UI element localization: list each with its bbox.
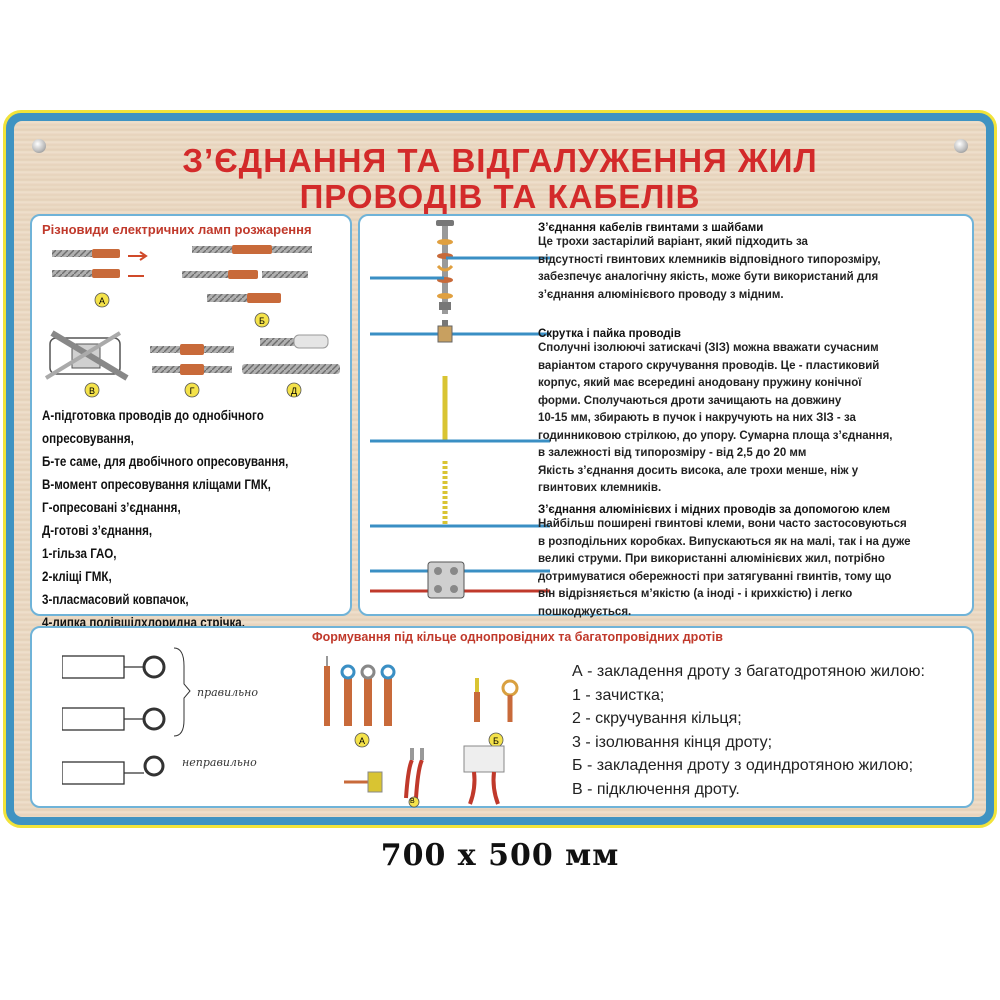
crimping-panel: Різновиди електричних ламп розжарення [30,214,352,630]
fig-label-c: В [89,386,95,396]
ring-forming-legend: А - закладення дроту з багатодротяною жи… [572,660,925,801]
section-line: з’єднання алюмінієвого проводу з мідним. [538,288,784,301]
legend-item: Б - закладення дроту з одиндротяною жило… [572,757,914,774]
ring-steps-illustration: А Б [324,656,519,808]
fig-label-v: В [410,798,415,805]
terminal-block-icon [370,561,550,599]
section-line: в залежності від типорозміру - від 2,5 д… [538,447,807,459]
section-title: З’єднання кабелів гвинтами з шайбами [538,222,764,234]
section-title: Скрутка і пайка проводів [538,328,681,340]
poster-board: З’ЄДНАННЯ ТА ВІДГАЛУЖЕННЯ ЖИЛ ПРОВОДІВ Т… [14,121,986,817]
sleeve-prep-icon [52,249,148,278]
section-line: в розподільних коробках. Випускаються як… [538,535,911,548]
legend-item: 3-пласмасовий ковпачок, [42,592,189,607]
title-line-1: З’ЄДНАННЯ ТА ВІДГАЛУЖЕННЯ ЖИЛ [182,142,818,179]
stranded-wire-steps-icon [324,656,396,726]
fig-label-b: Б [259,316,265,326]
section-line: пошкоджується. [538,605,632,618]
ring-wrong-icon [62,755,165,785]
section-line: великі струми. При використанні алюмініє… [538,553,885,565]
legend-item: Б-те саме, для двобічного опресовування, [42,454,289,469]
twist-clamp-icon [370,320,550,343]
legend-item: В-момент опресовування кліщами ГМК, [42,477,271,492]
crimping-heading: Різновиди електричних ламп розжарення [42,222,312,237]
fig-label-a: А [99,296,105,306]
ring-forming-heading: Формування під кільце однопровідних та б… [312,630,723,644]
section-line: він відрізняється м’якістю (а іноді - і … [538,588,853,600]
legend-item: В - підключення дроту. [572,780,740,798]
section-line: Сполучні ізолюючі затискачі (ЗІЗ) можна … [538,342,879,354]
crimping-legend: А-підготовка проводів до однобічного опр… [42,404,307,634]
connection-illustration [370,220,550,599]
label-correct: правильно [197,686,259,699]
fig-label-b: Б [493,736,499,746]
section-line: годинниковою стрілкою, до упору. Сумарна… [538,429,893,442]
solid-wire-ring-icon [474,678,519,722]
finished-joint-icon [242,334,340,374]
poster: З’ЄДНАННЯ ТА ВІДГАЛУЖЕННЯ ЖИЛ ПРОВОДІВ Т… [3,110,997,828]
screw-washer-joint-icon [370,220,550,314]
section-title: З’єднання алюмінієвих і мідних проводів … [538,504,891,516]
section-twist-solder: Скрутка і пайка проводів Сполучні ізолюю… [538,328,970,498]
section-line: форми. Сполучаються дроти зачищають на д… [538,394,842,407]
fig-label-g: Г [190,386,195,396]
crimping-illustration: А Б [44,245,340,398]
section-line: Найбільш поширені гвинтові клеми, вони ч… [538,518,907,530]
solder-joint-icon [370,376,550,443]
ring-forming-panel: Формування під кільце однопровідних та б… [30,626,974,808]
connection-methods-panel: З’єднання кабелів гвинтами з шайбами Це … [358,214,974,618]
legend-item: 2-кліщі ГМК, [42,569,112,584]
crimping-pliers-icon [44,330,129,381]
section-line: відсутності гвинтових клемників відповід… [538,253,881,266]
section-terminal-clamps: З’єднання алюмінієвих і мідних проводів … [538,504,970,621]
wire-terminal-connection-icon [344,745,505,805]
section-line: дотримуватися обережності при затягуванн… [538,570,892,583]
fig-label-d: Д [291,386,297,396]
legend-item: А - закладення дроту з багатодротяною жи… [572,663,925,680]
ring-examples-illustration [62,647,191,785]
ring-correct-icon [62,655,166,679]
fig-label-a: А [359,736,365,746]
section-screws: З’єднання кабелів гвинтами з шайбами Це … [538,222,970,304]
size-caption: 700 x 500 мм [380,838,620,873]
section-line: гвинтових клемників. [538,482,662,494]
screw-icon [32,139,46,153]
twisted-joint-icon [370,461,550,528]
poster-title: З’ЄДНАННЯ ТА ВІДГАЛУЖЕННЯ ЖИЛ ПРОВОДІВ Т… [14,143,986,215]
legend-item: 1 - зачистка; [572,686,665,704]
section-line: Якість з’єднання досить висока, але трох… [538,464,859,477]
section-line: забезпечує аналогічну якість, може бути … [538,271,879,283]
legend-item: А-підготовка проводів до однобічного опр… [42,408,264,446]
label-wrong: неправильно [182,756,257,769]
legend-item: 3 - ізолювання кінця дроту; [572,733,773,751]
legend-item: 1-гільза ГАО, [42,546,117,561]
section-line: варіантом старого скручування проводів. … [538,359,880,372]
section-line: Це трохи застарілий варіант, який підход… [538,236,808,248]
ring-correct-2-icon [62,707,166,731]
double-sleeve-icon [182,245,312,303]
section-line: 10-15 мм, збирають в пучок і накручують … [538,412,856,424]
title-line-2: ПРОВОДІВ ТА КАБЕЛІВ [299,178,701,215]
crimped-joint-icon [150,344,234,375]
legend-item: 2 - скручування кільця; [572,710,742,727]
legend-item: Д-готові з’єднання, [42,523,153,538]
legend-item: Г-опресовані з’єднання, [42,500,181,515]
screw-icon [954,139,968,153]
section-line: корпус, який має всередині анодовану пру… [538,377,862,389]
